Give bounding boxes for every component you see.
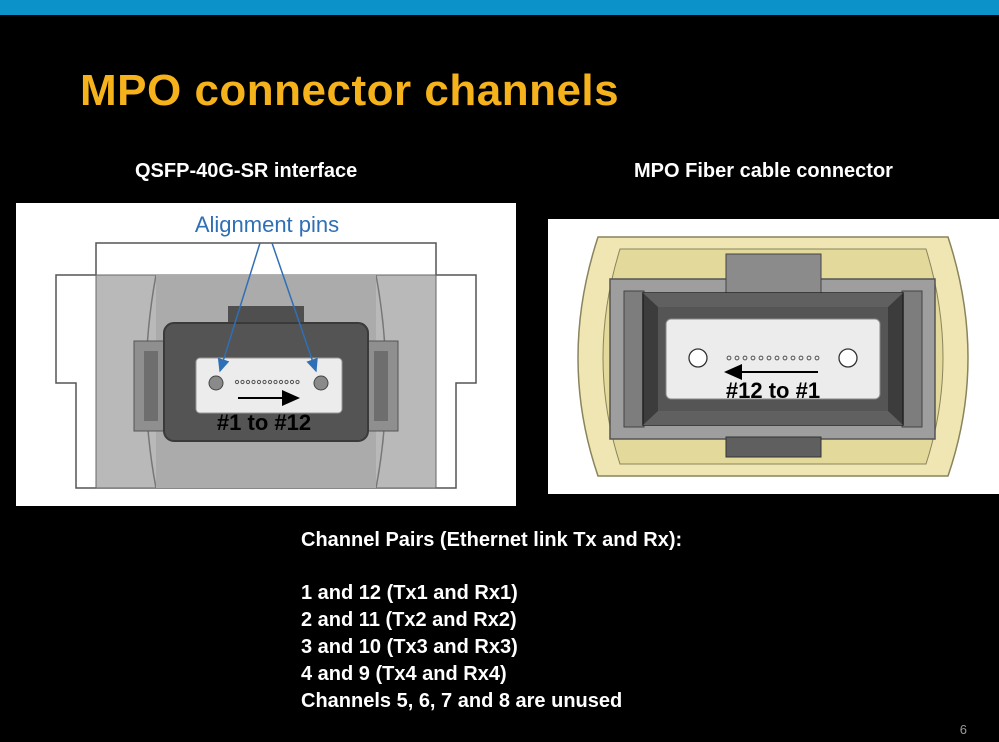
mpo-direction-label: #12 to #1 xyxy=(726,378,820,403)
qsfp-interface-figure: Alignment pins #1 to #12 xyxy=(16,203,516,506)
page-number: 6 xyxy=(959,722,967,737)
channel-pair-item: 4 and 9 (Tx4 and Rx4) xyxy=(301,663,507,685)
channel-pair-item: 3 and 10 (Tx3 and Rx3) xyxy=(301,636,518,658)
qsfp-direction-label: #1 to #12 xyxy=(217,410,311,435)
mpo-connector-figure: #12 to #1 xyxy=(548,219,999,494)
alignment-pins-callout: Alignment pins xyxy=(195,212,339,237)
channel-pairs-heading: Channel Pairs (Ethernet link Tx and Rx): xyxy=(301,529,683,551)
unused-channels-note: Channels 5, 6, 7 and 8 are unused xyxy=(301,690,623,712)
slide-title: MPO connector channels xyxy=(80,66,620,115)
channel-pair-item: 2 and 11 (Tx2 and Rx2) xyxy=(301,609,517,631)
channel-pairs-block: Channel Pairs (Ethernet link Tx and Rx):… xyxy=(301,527,682,715)
channel-pair-item: 1 and 12 (Tx1 and Rx1) xyxy=(301,582,518,604)
mpo-caption: MPO Fiber cable connector xyxy=(634,160,893,182)
qsfp-caption: QSFP-40G-SR interface xyxy=(135,160,358,182)
top-accent-bar xyxy=(0,0,999,15)
